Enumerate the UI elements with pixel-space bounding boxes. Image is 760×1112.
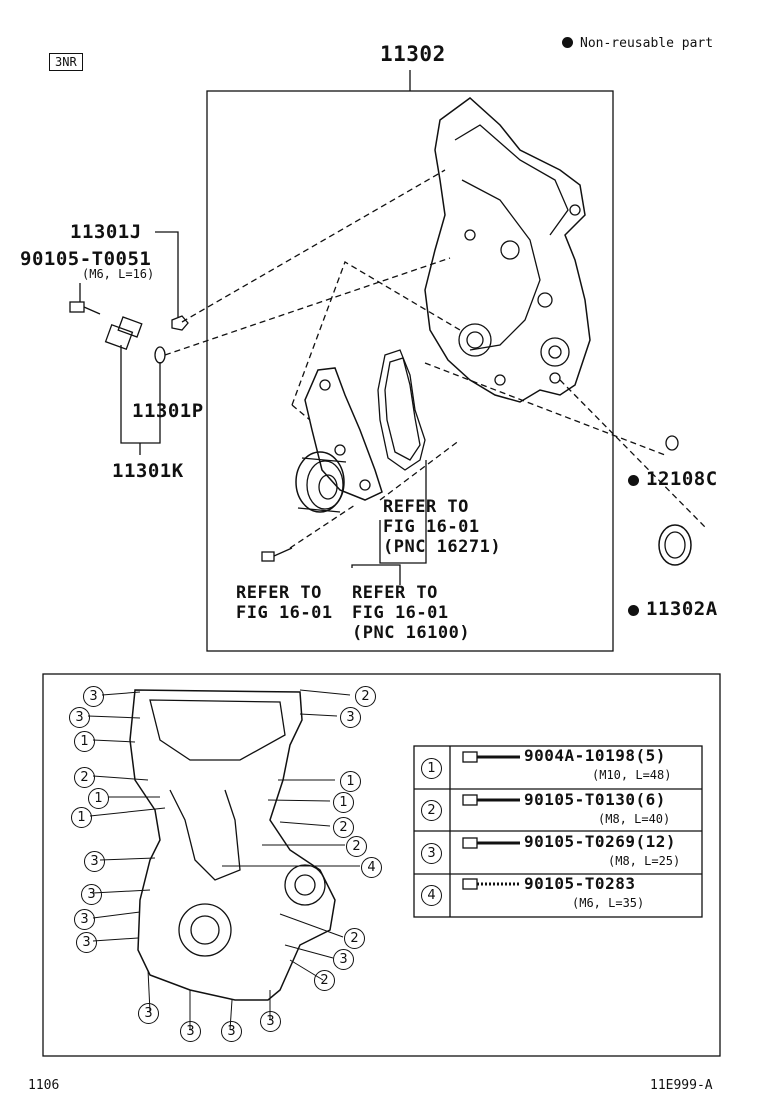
legend-number: 1	[421, 758, 442, 779]
part-12108C[interactable]: 12108C	[628, 468, 718, 490]
legend-spec-4: (M6, L=35)	[572, 896, 645, 910]
bolt-callout[interactable]: 1	[333, 792, 354, 813]
refer-line: REFER TO	[236, 583, 322, 603]
legend-part-4[interactable]: 90105-T0283	[524, 874, 636, 893]
figure-code: 11E999-A	[650, 1078, 713, 1093]
part-90105-T0051-spec: (M6, L=16)	[82, 267, 155, 281]
bolt-callout[interactable]: 2	[74, 767, 95, 788]
refer-line: (PNC 16100)	[352, 623, 471, 643]
bolt-callout[interactable]: 3	[83, 686, 104, 707]
engine-tag: 3NR	[49, 53, 83, 71]
refer-line: REFER TO	[352, 583, 438, 603]
part-12108C-label: 12108C	[646, 468, 718, 490]
page-number: 1106	[28, 1078, 60, 1093]
bolt-callout[interactable]: 3	[221, 1021, 242, 1042]
bolt-callout[interactable]: 2	[346, 836, 367, 857]
bolt-callout[interactable]: 2	[333, 817, 354, 838]
legend-part-1[interactable]: 9004A-10198(5)	[524, 746, 666, 765]
refer-note-16100[interactable]: REFER TO FIG 16-01 (PNC 16100)	[352, 583, 470, 643]
bolt-callout[interactable]: 1	[74, 731, 95, 752]
non-reusable-label: Non-reusable part	[580, 36, 714, 51]
bolt-callout[interactable]: 3	[81, 884, 102, 905]
bolt-callout[interactable]: 3	[74, 909, 95, 930]
bolt-callout[interactable]: 1	[71, 807, 92, 828]
part-11301K[interactable]: 11301K	[112, 460, 184, 482]
part-11301J[interactable]: 11301J	[70, 221, 142, 243]
legend-part-2[interactable]: 90105-T0130(6)	[524, 790, 666, 809]
bolt-callout[interactable]: 2	[355, 686, 376, 707]
refer-note-bolt[interactable]: REFER TO FIG 16-01	[236, 583, 333, 623]
part-11302A-label: 11302A	[646, 598, 718, 620]
refer-note-16271[interactable]: REFER TO FIG 16-01 (PNC 16271)	[383, 497, 501, 557]
bolt-callout[interactable]: 2	[314, 970, 335, 991]
assembly-part-number[interactable]: 11302	[380, 42, 446, 66]
part-11302A[interactable]: 11302A	[628, 598, 718, 620]
legend-spec-2: (M8, L=40)	[598, 812, 671, 826]
part-90105-T0051[interactable]: 90105-T0051	[20, 248, 152, 270]
bolt-callout[interactable]: 3	[340, 707, 361, 728]
refer-line: FIG 16-01	[236, 603, 333, 623]
non-reusable-dot-icon	[628, 605, 639, 616]
legend-spec-1: (M10, L=48)	[592, 768, 672, 782]
bolt-callout[interactable]: 1	[88, 788, 109, 809]
bolt-callout[interactable]: 3	[138, 1003, 159, 1024]
legend-part-3[interactable]: 90105-T0269(12)	[524, 832, 676, 851]
bolt-callout[interactable]: 3	[76, 932, 97, 953]
non-reusable-dot-icon	[628, 475, 639, 486]
bolt-callout[interactable]: 3	[260, 1011, 281, 1032]
bolt-layout-frame	[42, 673, 721, 1057]
part-11301P[interactable]: 11301P	[132, 400, 204, 422]
refer-line: FIG 16-01	[352, 603, 449, 623]
bolt-callout[interactable]: 3	[333, 949, 354, 970]
legend-number: 4	[421, 885, 442, 906]
refer-line: REFER TO	[383, 497, 469, 517]
bolt-callout[interactable]: 4	[361, 857, 382, 878]
refer-line: FIG 16-01	[383, 517, 480, 537]
bolt-callout[interactable]: 1	[340, 771, 361, 792]
bolt-callout[interactable]: 2	[344, 928, 365, 949]
legend-number: 3	[421, 843, 442, 864]
bolt-callout[interactable]: 3	[84, 851, 105, 872]
legend-number: 2	[421, 800, 442, 821]
assembly-frame	[206, 90, 614, 652]
bolt-callout[interactable]: 3	[69, 707, 90, 728]
refer-line: (PNC 16271)	[383, 537, 502, 557]
legend-spec-3: (M8, L=25)	[608, 854, 681, 868]
non-reusable-dot-icon	[562, 37, 573, 48]
non-reusable-legend: Non-reusable part	[562, 36, 713, 51]
bolt-callout[interactable]: 3	[180, 1021, 201, 1042]
